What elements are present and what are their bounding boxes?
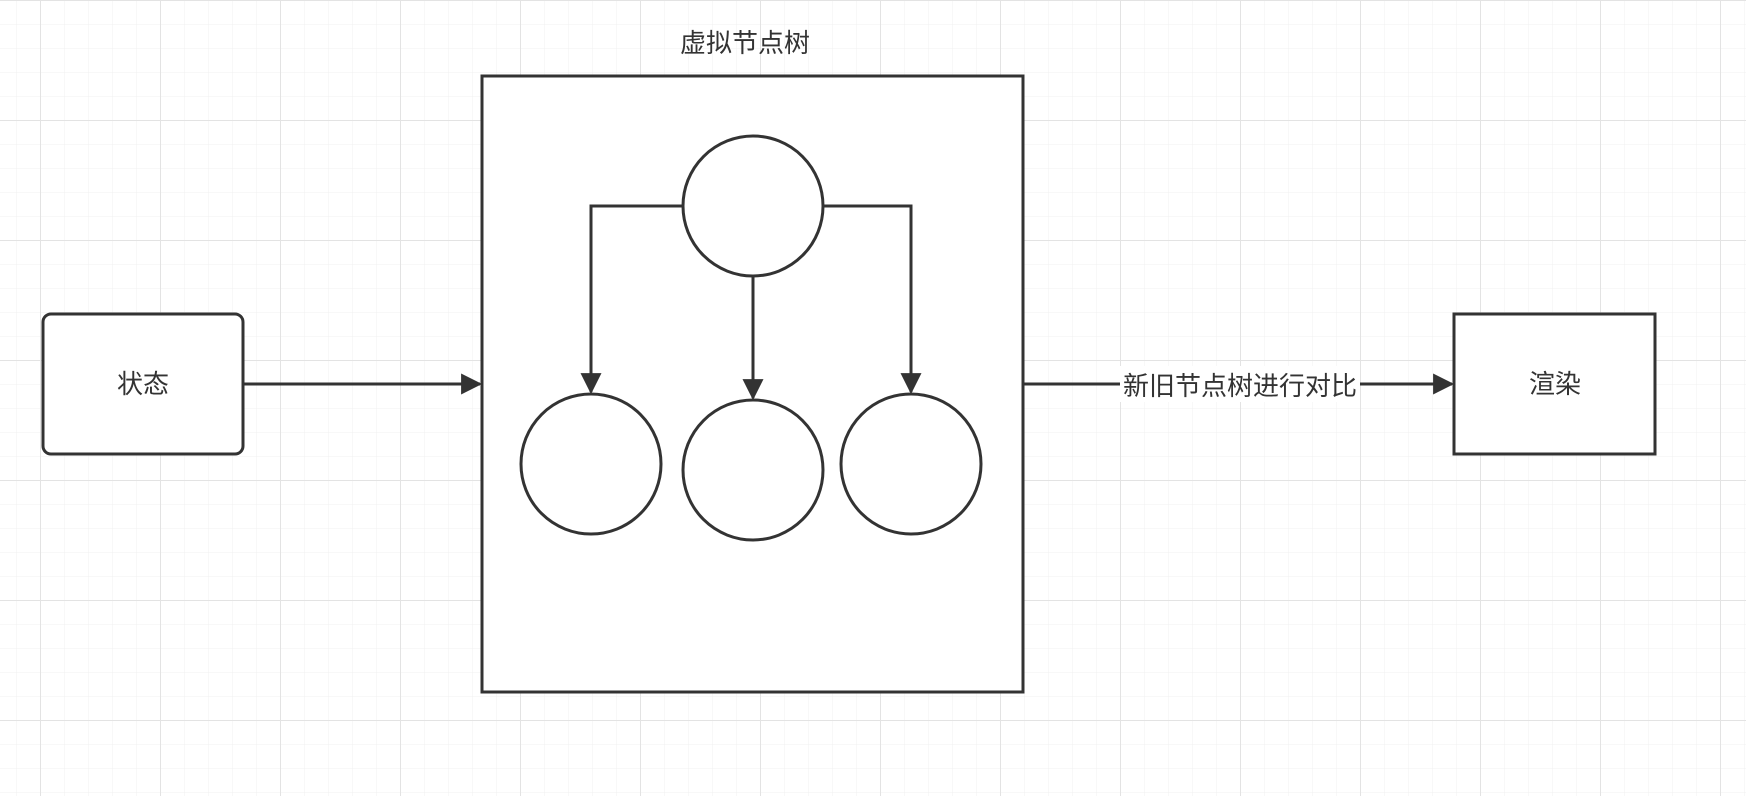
virtual-tree-title: 虚拟节点树 [680, 29, 810, 59]
render-node[interactable]: 渲染 [1452, 312, 1657, 456]
state-node-label: 状态 [117, 370, 169, 400]
compare-label: 新旧节点树进行对比 [1123, 372, 1357, 402]
tree-root-node[interactable] [681, 134, 825, 278]
tree-child-node-middle[interactable] [681, 398, 825, 542]
render-node-label: 渲染 [1529, 370, 1581, 400]
tree-child-node-right[interactable] [839, 392, 983, 536]
tree-edge-right [823, 204, 922, 395]
state-node[interactable]: 状态 [41, 312, 245, 456]
tree-child-node-left[interactable] [519, 392, 663, 536]
tree-edge-left [580, 204, 683, 395]
compare-label-background [1120, 366, 1360, 402]
